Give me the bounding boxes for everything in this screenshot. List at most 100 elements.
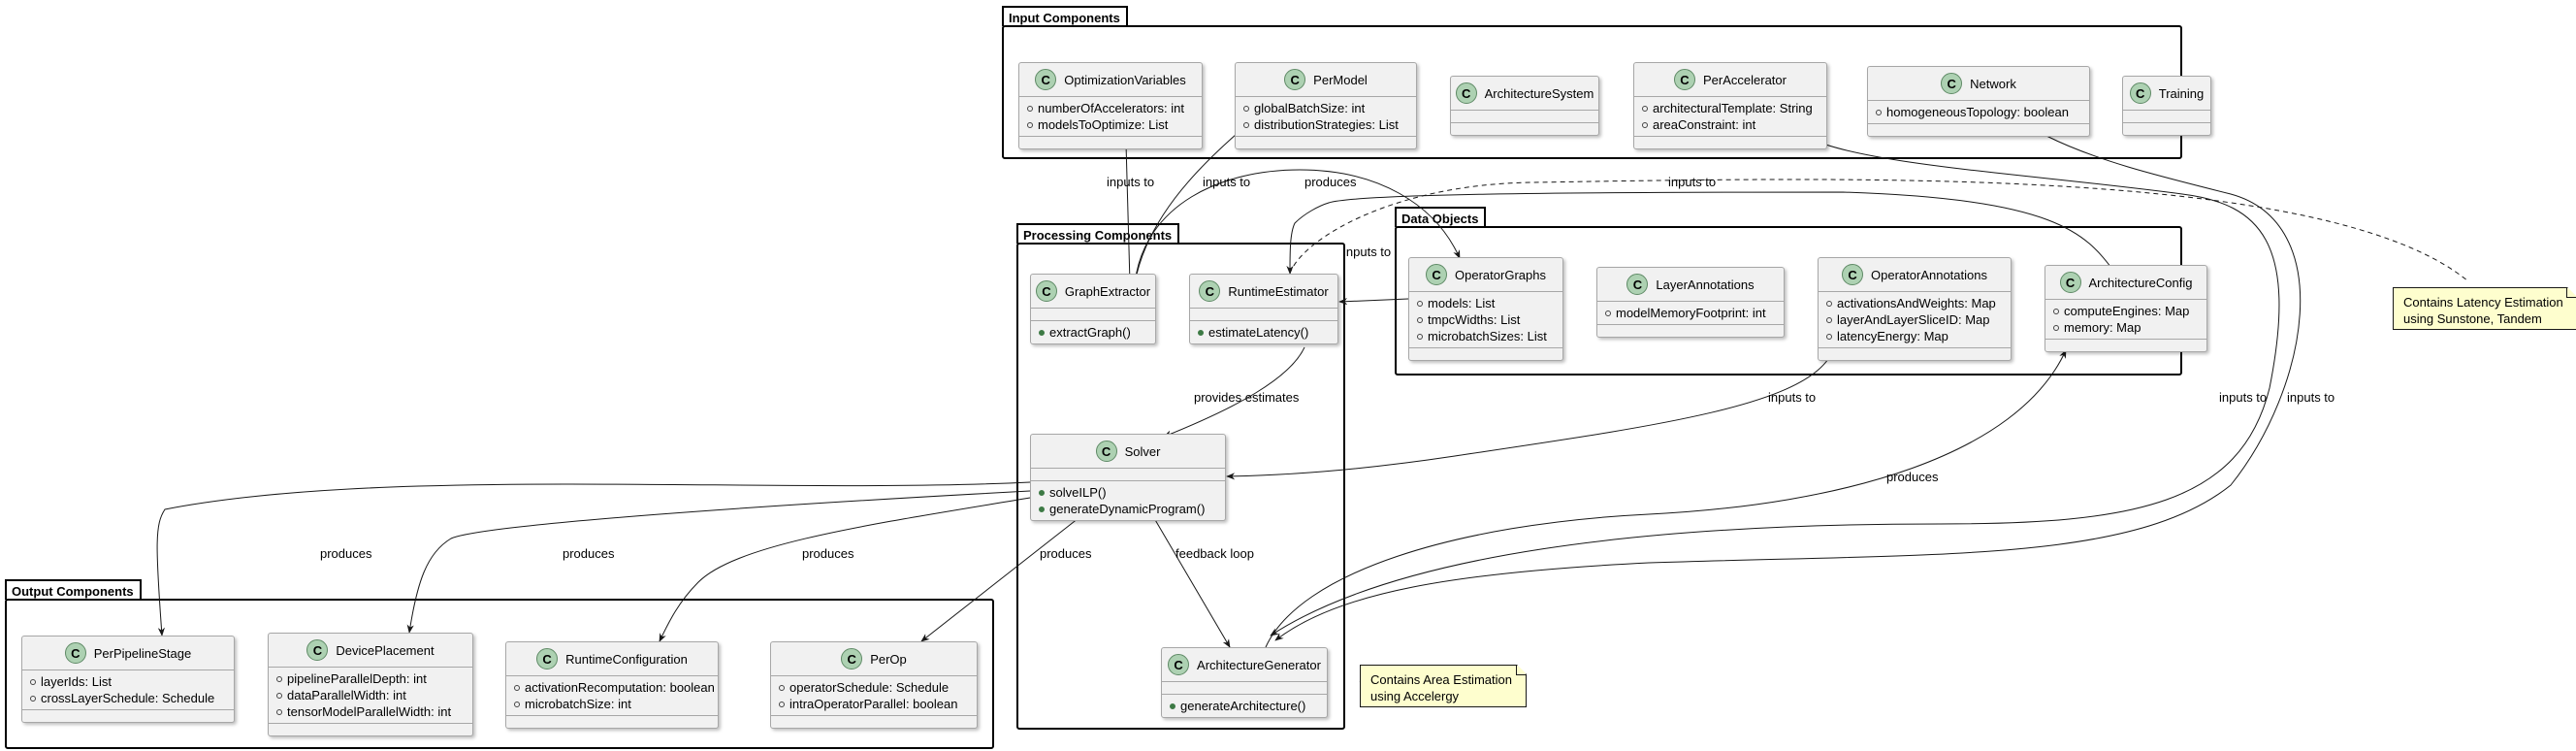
class-name: Solver [1124, 443, 1161, 459]
class-fields [1031, 469, 1225, 481]
class-field: activationRecomputation: boolean [514, 679, 715, 696]
class-field: areaConstraint: int [1642, 116, 1819, 133]
edge-solver-to-perop [920, 517, 1079, 642]
class-methods [506, 716, 718, 728]
class-field: numberOfAccelerators: int [1027, 100, 1194, 116]
class-name: RuntimeEstimator [1228, 283, 1329, 299]
public-visibility-icon [1243, 106, 1249, 112]
edge-label-ag-to-ac: produces [1886, 470, 1939, 484]
class-field-text: layerAndLayerSliceID: Map [1837, 312, 1990, 327]
class-methods [1236, 137, 1416, 148]
public-visibility-icon [1826, 334, 1832, 340]
class-fields [1451, 111, 1598, 123]
edge-label-optvars-to-ge: inputs to [1107, 175, 1155, 189]
edge-runtimeestimator-to-solver [1163, 346, 1305, 438]
class-methods: solveILP()generateDynamicProgram() [1031, 481, 1225, 520]
package-tab-input: Input Components [1002, 6, 1128, 26]
class-name: PerOp [870, 651, 907, 667]
class-field: modelMemoryFootprint: int [1605, 305, 1776, 321]
public-visibility-icon [1243, 122, 1249, 128]
class-methods [1597, 325, 1784, 337]
public-visibility-icon [30, 679, 36, 685]
public-visibility-icon [1826, 317, 1832, 323]
class-c-icon: C [2129, 82, 2151, 104]
package-output-components [5, 599, 994, 749]
class-c-icon: C [841, 648, 863, 669]
public-method-icon [1039, 506, 1045, 512]
class-name: RuntimeConfiguration [565, 651, 688, 667]
public-visibility-icon [30, 696, 36, 702]
class-field: architecturalTemplate: String [1642, 100, 1819, 116]
public-visibility-icon [2053, 325, 2059, 331]
public-visibility-icon [514, 702, 520, 707]
class-methods [1409, 348, 1562, 360]
public-visibility-icon [2053, 309, 2059, 314]
class-field-text: areaConstraint: int [1653, 117, 1756, 132]
edge-archconfig-to-runtimeestimator [1286, 191, 2115, 275]
note-area-line-1: Contains Area Estimation [1370, 672, 1512, 687]
class-c-icon: C [1035, 280, 1057, 302]
class-c-icon: C [1095, 441, 1117, 462]
public-visibility-icon [276, 709, 282, 715]
class-name: Network [1970, 76, 2016, 91]
class-c-icon: C [1168, 654, 1190, 675]
class-fields [1162, 682, 1327, 695]
class-name: GraphExtractor [1064, 283, 1151, 299]
class-c-icon: C [1284, 69, 1306, 90]
class-c-icon: C [1674, 69, 1695, 90]
class-field-text: globalBatchSize: int [1254, 101, 1366, 115]
class-methods [1451, 123, 1598, 135]
public-visibility-icon [276, 676, 282, 682]
class-field: distributionStrategies: List [1243, 116, 1408, 133]
edge-label-net-to-ag: inputs to [2287, 390, 2335, 405]
class-fields: architecturalTemplate: String areaConstra… [1634, 97, 1826, 137]
class-field-text: modelsToOptimize: List [1038, 117, 1169, 132]
class-field-text: numberOfAccelerators: int [1038, 101, 1185, 115]
edge-label-solver-to-pps: produces [320, 546, 372, 561]
public-visibility-icon [1605, 310, 1611, 316]
class-solver[interactable]: C Solver solveILP()generateDynamicProgram(… [1030, 434, 1226, 521]
public-visibility-icon [1027, 122, 1033, 128]
class-method-text: extractGraph() [1049, 325, 1131, 340]
public-visibility-icon [1417, 317, 1423, 323]
class-header: C Solver [1031, 435, 1225, 469]
class-field: homogeneousTopology: boolean [1876, 104, 2081, 120]
class-c-icon: C [306, 639, 329, 661]
class-field: computeEngines: Map [2053, 303, 2199, 319]
class-field-text: architecturalTemplate: String [1653, 101, 1813, 115]
class-graph-extractor[interactable]: C GraphExtractor extractGraph() [1030, 274, 1156, 344]
edge-label-solver-to-ag: feedback loop [1175, 546, 1254, 561]
class-field: pipelineParallelDepth: int [276, 670, 465, 687]
class-field: models: List [1417, 295, 1555, 311]
note-latency-line-1: Contains Latency Estimation [2403, 295, 2563, 310]
public-method-icon [1039, 490, 1045, 496]
class-fields [2123, 111, 2210, 123]
